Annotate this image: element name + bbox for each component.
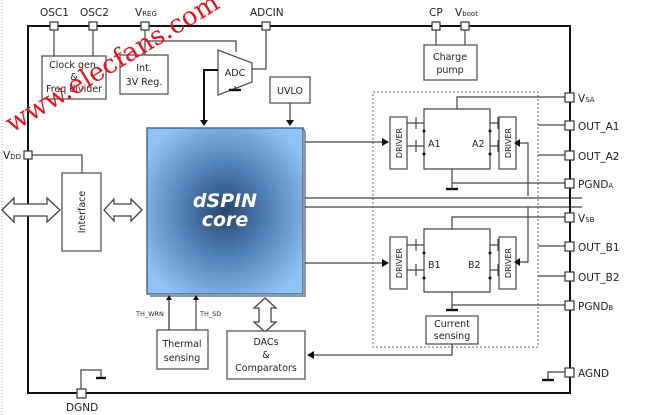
svg-text:Int.: Int. [136,63,152,74]
pin-vsb: VSB [564,212,595,225]
pin-osc2: OSC2 [80,7,109,31]
svg-text:OUT_A2: OUT_A2 [578,151,619,163]
external-bus-arrow [1,196,61,224]
svg-text:A1: A1 [428,139,441,150]
interface-block: Interface [61,172,102,252]
svg-text:DGND: DGND [66,402,98,414]
current-sensing-block: Current sensing [425,315,479,345]
svg-text:Current: Current [434,319,470,330]
svg-text:PGNDA: PGNDA [578,179,613,191]
svg-text:dSPIN: dSPIN [193,190,257,212]
bridge-b: DRIVER DRIVER B1 B2 [389,207,565,312]
pin-pgnda: PGNDA [564,178,613,191]
svg-text:Vboot: Vboot [455,7,478,19]
svg-text:Interface: Interface [77,191,88,234]
pin-out-a1: OUT_A1 [564,120,619,133]
signal-th-wrn: TH_WRN [135,310,164,318]
pin-vsa: VSA [564,92,595,105]
svg-text:PGNDB: PGNDB [578,301,613,313]
pin-label: CP [429,7,443,19]
thermal-sensing-block: Thermal sensing [156,329,209,370]
dac-bus-arrow [252,297,278,333]
dspin-core-block: dSPIN core [146,127,306,297]
pin-label: OSC1 [40,7,69,19]
svg-text:OUT_A1: OUT_A1 [578,121,619,133]
svg-text:AGND: AGND [578,368,609,380]
svg-text:sensing: sensing [164,353,200,364]
svg-text:VDD: VDD [3,150,21,162]
pin-agnd: AGND [542,367,609,382]
dacs-comparators-block: DACs & Comparators [226,330,306,380]
uvlo-block: UVLO [269,76,311,104]
int-3v-regulator-block: Int. 3V Reg. [119,54,169,95]
svg-text:sensing: sensing [434,331,470,342]
watermark: www.elecfans.com [0,0,225,139]
svg-text:3V Reg.: 3V Reg. [126,77,163,88]
svg-text:VSA: VSA [578,93,595,105]
svg-text:DRIVER: DRIVER [504,247,513,278]
svg-text:DRIVER: DRIVER [395,247,404,278]
pin-label: OSC2 [80,7,109,19]
svg-text:A2: A2 [472,139,485,150]
pin-out-a2: OUT_A2 [564,150,619,163]
clock-gen-block: Clock gen. & Freq divider [41,55,107,100]
charge-pump-block: Charge pump [423,44,478,81]
svg-text:OUT_B2: OUT_B2 [578,272,620,284]
svg-text:Clock gen.: Clock gen. [49,60,99,71]
svg-text:B1: B1 [428,260,441,271]
svg-text:&: & [70,72,78,83]
svg-text:pump: pump [436,65,463,76]
svg-text:UVLO: UVLO [277,86,303,97]
svg-text:ADC: ADC [225,68,246,79]
pin-pgndb: PGNDB [564,300,613,313]
svg-text:DACs: DACs [253,337,278,348]
pin-out-b1: OUT_B1 [564,241,620,254]
signal-th-sd: TH_SD [199,310,221,318]
core-bus-arrow [103,197,143,223]
svg-text:Charge: Charge [433,52,467,63]
svg-text:OUT_B1: OUT_B1 [578,242,620,254]
svg-text:VREG: VREG [135,7,157,19]
svg-text:core: core [202,209,249,231]
adc-block: ADC [217,49,253,96]
pin-out-b2: OUT_B2 [564,271,620,284]
svg-text:VSB: VSB [578,213,595,225]
svg-text:Comparators: Comparators [235,363,297,374]
svg-text:B2: B2 [468,260,481,271]
pin-label: ADCIN [250,7,284,19]
svg-text:Freq divider: Freq divider [46,84,102,95]
power-stage-boundary [372,91,539,348]
svg-text:DRIVER: DRIVER [395,127,404,158]
bridge-a: DRIVER DRIVER A1 A2 [389,96,565,196]
svg-text:DRIVER: DRIVER [504,127,513,158]
svg-text:Thermal: Thermal [161,339,201,350]
pin-dgnd: DGND [66,369,106,414]
svg-text:&: & [262,350,270,361]
